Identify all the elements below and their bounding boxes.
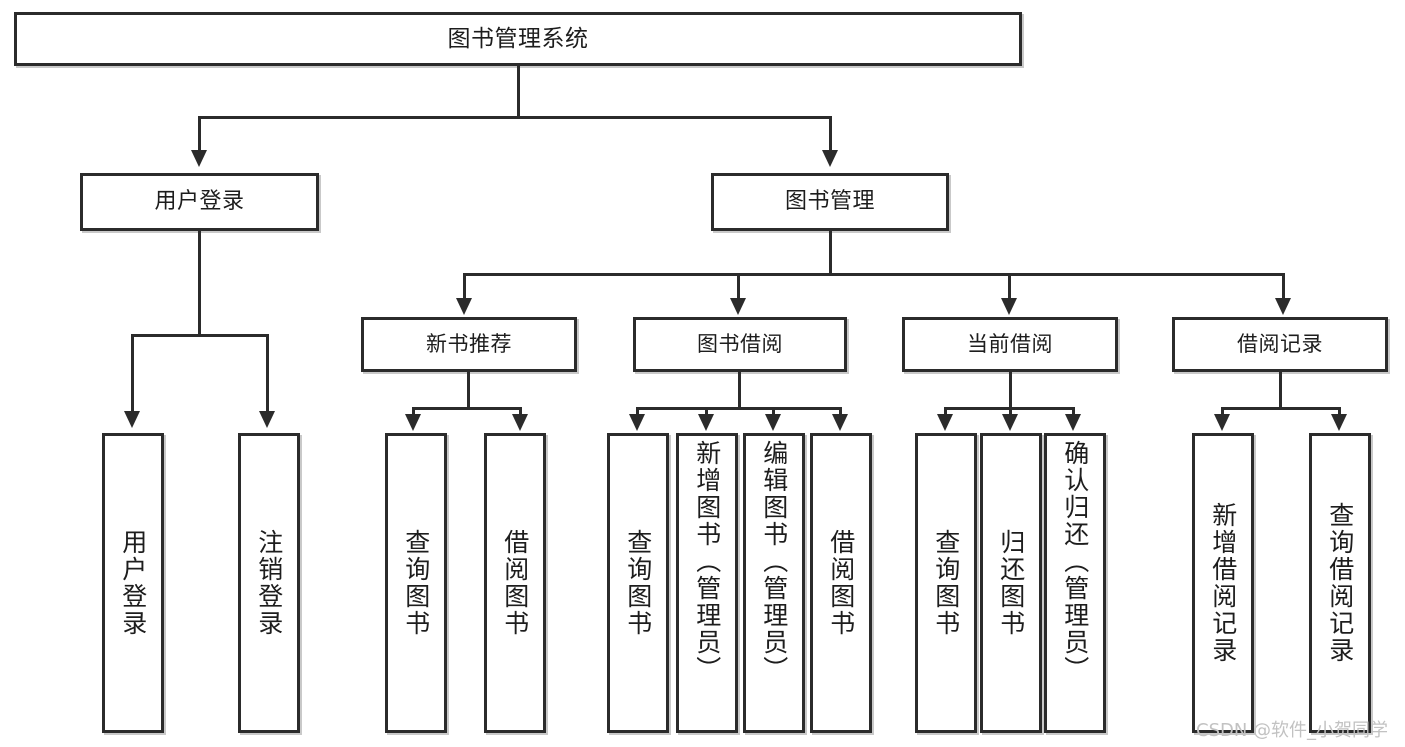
node-label: 查询图书 — [623, 529, 653, 637]
node-label: 图书管理 — [784, 189, 875, 215]
arrowhead-new-book-to-leaf-2 — [512, 414, 528, 431]
node-current-borrow[interactable]: 当前借阅 — [902, 317, 1118, 372]
arrowhead-book-borrow-to-leaf-1 — [629, 414, 645, 431]
node-label: 查询图书 — [401, 529, 431, 637]
arrowhead-root-to-user-login — [191, 150, 207, 167]
connector-book-borrow-to-leaf-3 — [772, 407, 775, 417]
connector-borrow-records-bus — [1221, 407, 1340, 410]
connector-root-to-book-manage — [829, 116, 832, 151]
arrowhead-book-manage-to-records — [1275, 298, 1291, 315]
connector-user-login-bus — [131, 334, 269, 337]
connector-root-stem — [517, 66, 520, 118]
leaf-borrow-book[interactable]: 借阅图书 — [810, 433, 872, 733]
connector-book-manage-bus — [463, 273, 1285, 276]
connector-book-manage-to-borrow — [737, 273, 740, 301]
connector-book-borrow-stem — [738, 372, 741, 410]
connector-root-bus — [198, 116, 832, 119]
node-label: 当前借阅 — [967, 332, 1053, 357]
arrowhead-book-borrow-to-leaf-4 — [832, 414, 848, 431]
node-label: 查询图书 — [931, 529, 961, 637]
node-new-book-recommend[interactable]: 新书推荐 — [361, 317, 577, 372]
leaf-edit-book-admin[interactable]: 编辑图书（管理员） — [743, 433, 805, 733]
connector-current-borrow-stem — [1009, 372, 1012, 410]
connector-book-manage-to-records — [1282, 273, 1285, 301]
arrowhead-new-book-to-leaf-1 — [405, 414, 421, 431]
leaf-query-book-current[interactable]: 查询图书 — [915, 433, 977, 733]
node-book-borrow[interactable]: 图书借阅 — [633, 317, 847, 372]
leaf-query-book-borrow[interactable]: 查询图书 — [607, 433, 669, 733]
connector-new-book-stem — [467, 372, 470, 410]
connector-root-to-user-login — [198, 116, 201, 151]
node-book-management[interactable]: 图书管理 — [711, 173, 949, 231]
node-label: 新增借阅记录 — [1208, 502, 1238, 664]
connector-new-book-bus — [412, 407, 522, 410]
leaf-add-book-admin[interactable]: 新增图书（管理员） — [676, 433, 738, 733]
connector-book-manage-to-new-book — [463, 273, 466, 301]
connector-user-login-to-leaf-1 — [131, 334, 134, 412]
connector-user-login-stem — [198, 231, 201, 336]
connector-current-borrow-to-leaf-2 — [1009, 407, 1012, 417]
node-label: 新书推荐 — [426, 332, 512, 357]
connector-new-book-to-leaf-2 — [519, 407, 522, 417]
arrowhead-user-login-to-leaf-2 — [259, 411, 275, 428]
arrowhead-current-borrow-to-leaf-1 — [937, 414, 953, 431]
connector-book-borrow-bus — [636, 407, 842, 410]
connector-borrow-records-to-leaf-1 — [1221, 407, 1224, 417]
leaf-confirm-return-admin[interactable]: 确认归还（管理员） — [1044, 433, 1106, 733]
node-label: 新增图书（管理员） — [692, 440, 722, 683]
leaf-return-book[interactable]: 归还图书 — [980, 433, 1042, 733]
leaf-query-book-recommend[interactable]: 查询图书 — [385, 433, 447, 733]
arrowhead-book-manage-to-new-book — [456, 298, 472, 315]
node-label: 借阅图书 — [500, 529, 530, 637]
leaf-user-login[interactable]: 用户登录 — [102, 433, 164, 733]
node-label: 借阅图书 — [826, 529, 856, 637]
arrowhead-root-to-book-manage — [822, 150, 838, 167]
node-label: 图书借阅 — [697, 332, 783, 357]
connector-current-borrow-to-leaf-3 — [1072, 407, 1075, 417]
arrowhead-book-borrow-to-leaf-2 — [698, 414, 714, 431]
connector-new-book-to-leaf-1 — [412, 407, 415, 417]
node-label: 用户登录 — [154, 189, 245, 215]
node-label: 图书管理系统 — [447, 25, 589, 52]
leaf-logout[interactable]: 注销登录 — [238, 433, 300, 733]
node-label: 确认归还（管理员） — [1060, 440, 1090, 683]
node-root-library-system[interactable]: 图书管理系统 — [14, 12, 1022, 66]
connector-user-login-to-leaf-2 — [266, 334, 269, 412]
connector-current-borrow-to-leaf-1 — [944, 407, 947, 417]
arrowhead-book-manage-to-borrow — [730, 298, 746, 315]
connector-borrow-records-stem — [1279, 372, 1282, 410]
node-user-login[interactable]: 用户登录 — [80, 173, 319, 231]
leaf-borrow-book-recommend[interactable]: 借阅图书 — [484, 433, 546, 733]
arrowhead-book-borrow-to-leaf-3 — [765, 414, 781, 431]
connector-book-borrow-to-leaf-1 — [636, 407, 639, 417]
arrowhead-borrow-records-to-leaf-2 — [1331, 414, 1347, 431]
node-label: 编辑图书（管理员） — [759, 440, 789, 683]
node-label: 注销登录 — [254, 529, 284, 637]
arrowhead-current-borrow-to-leaf-3 — [1065, 414, 1081, 431]
node-label: 借阅记录 — [1237, 332, 1323, 357]
connector-book-manage-to-current — [1008, 273, 1011, 301]
connector-book-borrow-to-leaf-4 — [839, 407, 842, 417]
leaf-add-borrow-record[interactable]: 新增借阅记录 — [1192, 433, 1254, 733]
node-borrow-records[interactable]: 借阅记录 — [1172, 317, 1388, 372]
connector-book-borrow-to-leaf-2 — [705, 407, 708, 417]
node-label: 归还图书 — [996, 529, 1026, 637]
arrowhead-borrow-records-to-leaf-1 — [1214, 414, 1230, 431]
node-label: 用户登录 — [118, 529, 148, 637]
leaf-query-borrow-record[interactable]: 查询借阅记录 — [1309, 433, 1371, 733]
connector-borrow-records-to-leaf-2 — [1338, 407, 1341, 417]
arrowhead-current-borrow-to-leaf-2 — [1002, 414, 1018, 431]
arrowhead-user-login-to-leaf-1 — [124, 411, 140, 428]
node-label: 查询借阅记录 — [1325, 502, 1355, 664]
arrowhead-book-manage-to-current — [1001, 298, 1017, 315]
connector-book-manage-stem — [829, 231, 832, 276]
